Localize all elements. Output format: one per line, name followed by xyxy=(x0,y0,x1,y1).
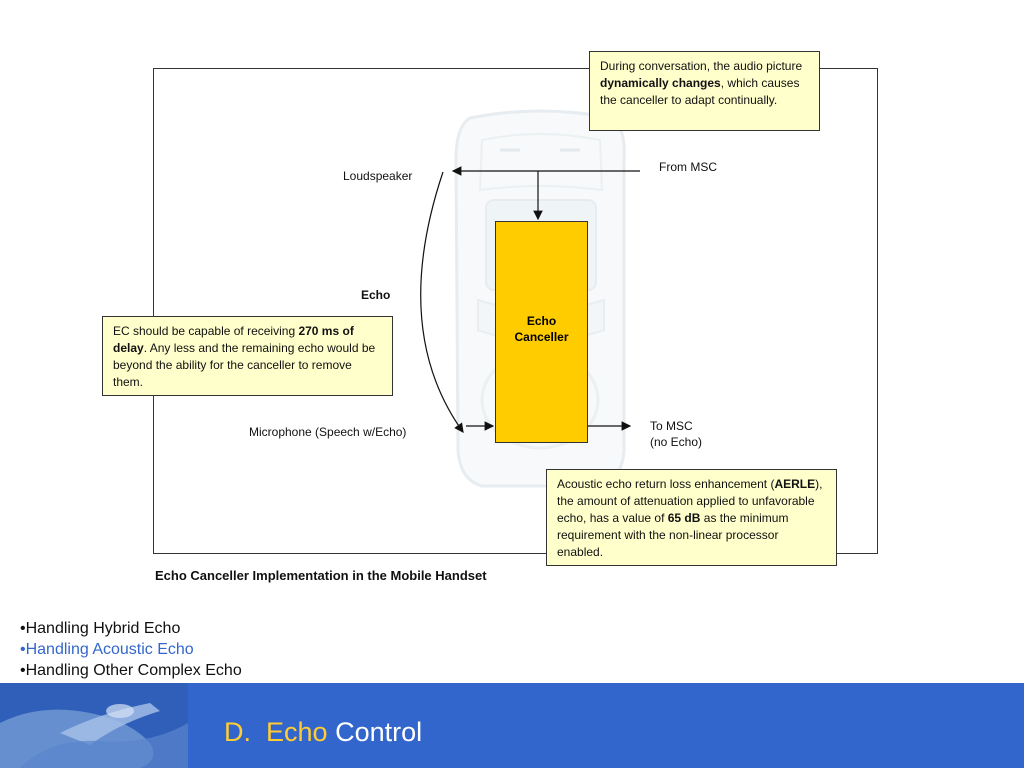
note-bottom-bold-65db: 65 dB xyxy=(667,511,701,525)
echo-path xyxy=(420,171,464,433)
to-msc-line1: To MSC xyxy=(650,419,693,433)
canceller-line2: Canceller xyxy=(514,330,569,344)
title-rest: Control xyxy=(335,717,423,747)
note-bottom-text-end: as the minimum requirement with the non-… xyxy=(557,511,789,559)
footer-bar: D. Echo Control xyxy=(0,683,1024,768)
note-bottom-text: Acoustic echo return loss enhancement ( xyxy=(557,477,775,491)
note-top-text: During conversation, the audio picture xyxy=(600,59,803,73)
note-aerle: Acoustic echo return loss enhancement (A… xyxy=(546,469,837,566)
note-top-bold: dynamically changes xyxy=(600,76,721,90)
to-msc-label: To MSC (no Echo) xyxy=(650,418,702,450)
diagram-frame xyxy=(153,68,878,554)
section-letter: D. xyxy=(224,717,251,747)
note-dynamic-changes: During conversation, the audio picture d… xyxy=(589,51,820,131)
canceller-line1: Echo xyxy=(526,314,557,328)
bullet-list: •Handling Hybrid Echo •Handling Acoustic… xyxy=(20,618,242,681)
diagram-caption: Echo Canceller Implementation in the Mob… xyxy=(155,568,487,583)
bullet-hybrid-echo: •Handling Hybrid Echo xyxy=(20,620,181,637)
note-bottom-text-mid: ), the amount of attenuation applied to … xyxy=(557,477,823,525)
note-bottom-bold-aerle: AERLE xyxy=(774,477,816,491)
bullet-complex-echo: •Handling Other Complex Echo xyxy=(20,662,242,679)
from-msc-label: From MSC xyxy=(659,160,717,174)
slide-title: D. Echo Control xyxy=(224,717,422,748)
to-msc-line2: (no Echo) xyxy=(650,435,703,449)
bullet-acoustic-echo: •Handling Acoustic Echo xyxy=(20,641,194,658)
note-left-text: EC should be capable of receiving xyxy=(113,324,299,338)
echo-label: Echo xyxy=(361,288,391,302)
note-left-text-end: . Any less and the remaining echo would … xyxy=(113,341,376,389)
echo-canceller-label: Echo Canceller xyxy=(502,313,582,345)
note-delay: EC should be capable of receiving 270 ms… xyxy=(102,316,393,396)
note-left-bold: 270 ms of delay xyxy=(113,324,354,355)
loudspeaker-label: Loudspeaker xyxy=(343,169,413,183)
note-top-text-end: , which causes the canceller to adapt co… xyxy=(600,76,800,107)
title-accent-word: Echo xyxy=(266,717,328,747)
echo-canceller-box: Echo Canceller xyxy=(495,221,588,443)
microphone-label: Microphone (Speech w/Echo) xyxy=(249,425,407,439)
footer-hands-image xyxy=(0,683,188,768)
